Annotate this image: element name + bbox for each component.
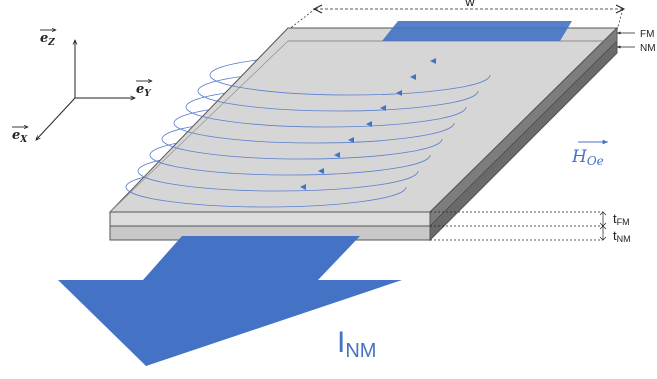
current-arrow	[58, 236, 402, 366]
ey-label: eY	[136, 82, 152, 99]
svg-text:HOe: HOe	[571, 147, 604, 168]
fm-layer-label: FM	[640, 29, 654, 40]
fm-stripe	[382, 21, 572, 41]
oersted-field-label: HOe	[571, 139, 608, 168]
t-fm-label: tFM	[613, 211, 630, 227]
bilayer-slab	[108, 21, 619, 242]
width-label: w	[464, 0, 475, 9]
coordinate-axes: eZ eY eX	[12, 30, 152, 145]
width-dimension: w	[287, 0, 626, 31]
layer-labels: FM NM	[617, 29, 656, 54]
ex-axis	[36, 97, 76, 140]
ex-label: eX	[12, 128, 28, 145]
nm-layer-label: NM	[640, 43, 656, 54]
t-nm-label: tNM	[613, 228, 631, 244]
thickness-dimensions	[430, 211, 607, 241]
current-label: INM	[337, 326, 376, 362]
oersted-field-front	[125, 74, 491, 208]
fm-front-face	[109, 211, 431, 227]
ez-label: eZ	[40, 31, 55, 48]
field-direction-arrows	[300, 58, 436, 190]
